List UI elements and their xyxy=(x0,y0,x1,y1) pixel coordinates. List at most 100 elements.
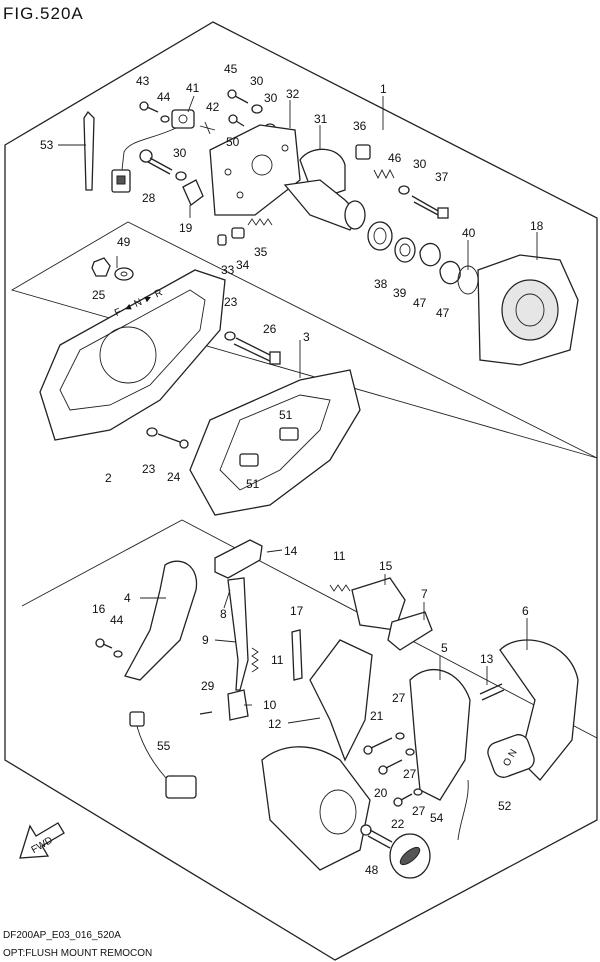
part-51-pad-a xyxy=(279,427,299,441)
callout-16: 16 xyxy=(92,602,106,616)
part-34-cam xyxy=(231,227,245,239)
callout-26: 26 xyxy=(263,322,277,336)
callout-27c: 27 xyxy=(412,804,426,818)
callout-11b: 11 xyxy=(271,653,284,667)
part-27-washer-b xyxy=(405,748,415,756)
callout-9: 9 xyxy=(202,633,209,647)
callout-53: 53 xyxy=(40,138,54,152)
callout-labels: 1 2 3 4 5 6 7 8 9 10 11 11 12 13 14 15 1… xyxy=(40,62,544,877)
part-22-screw xyxy=(393,793,413,807)
callout-29: 29 xyxy=(201,679,215,693)
part-2-mount-panel: F ◄ N ► R xyxy=(39,269,226,441)
callout-30b: 30 xyxy=(264,91,278,105)
part-15-holder xyxy=(351,577,406,631)
part-50-screw xyxy=(228,114,245,127)
part-23-washer-a xyxy=(224,331,236,341)
callout-20: 20 xyxy=(374,786,388,800)
callout-44a: 44 xyxy=(157,90,171,104)
part-33-pin xyxy=(217,234,227,246)
callout-50: 50 xyxy=(226,135,240,149)
callout-28: 28 xyxy=(142,191,156,205)
callout-21: 21 xyxy=(370,709,384,723)
part-54-cap xyxy=(389,833,431,879)
part-27-washer-a xyxy=(395,732,405,740)
callout-52: 52 xyxy=(498,799,512,813)
callout-12: 12 xyxy=(268,717,282,731)
part-30-washer-a xyxy=(251,104,263,114)
part-30-washer-b xyxy=(175,171,187,181)
part-14-bracket xyxy=(214,539,263,579)
part-11-spring-a xyxy=(251,647,259,673)
callout-36: 36 xyxy=(353,119,367,133)
part-44-washer xyxy=(160,115,170,123)
part-40-snap-ring xyxy=(457,265,479,295)
callout-47a: 47 xyxy=(413,296,427,310)
part-17-plate xyxy=(291,629,303,681)
part-49-washer xyxy=(114,267,134,281)
callout-41: 41 xyxy=(186,81,200,95)
panel-divider-upper xyxy=(10,221,598,459)
callout-30d: 30 xyxy=(413,157,427,171)
callout-43: 43 xyxy=(136,74,150,88)
part-47-washer-a xyxy=(419,242,441,267)
panel-divider-lower xyxy=(21,519,598,739)
callout-44b: 44 xyxy=(110,613,124,627)
switch-wire xyxy=(457,779,469,841)
part-13-pin xyxy=(479,683,505,701)
fwd-arrow-icon: FWD xyxy=(19,822,65,859)
callout-35: 35 xyxy=(254,245,268,259)
part-21-screw xyxy=(363,737,393,755)
part-55-harness xyxy=(129,711,197,799)
part-30-washer-c xyxy=(398,185,410,195)
part-39-ring xyxy=(394,237,416,263)
part-48-bolt xyxy=(360,824,393,849)
part-53-cable-tie xyxy=(83,110,95,191)
part-19-clip xyxy=(182,179,204,207)
callout-5: 5 xyxy=(441,641,448,655)
callout-1: 1 xyxy=(380,82,387,96)
callout-49: 49 xyxy=(117,235,131,249)
callout-48: 48 xyxy=(365,863,379,877)
callout-23a: 23 xyxy=(224,295,238,309)
callout-34: 34 xyxy=(236,258,250,272)
callout-39: 39 xyxy=(393,286,407,300)
part-46-spring xyxy=(373,168,395,180)
callout-46: 46 xyxy=(388,151,402,165)
part-52-switch: O N xyxy=(487,734,535,778)
callout-40: 40 xyxy=(462,226,476,240)
part-36-block xyxy=(355,144,371,160)
callout-19: 19 xyxy=(179,221,193,235)
part-11-spring-b xyxy=(329,584,351,592)
part-4-lever xyxy=(124,560,198,681)
part-47-washer-b xyxy=(439,260,461,285)
figure-code: DF200AP_E03_016_520A xyxy=(3,930,121,941)
part-25-nut xyxy=(91,257,111,277)
callout-51b: 51 xyxy=(246,477,260,491)
callout-7: 7 xyxy=(421,587,428,601)
callout-6: 6 xyxy=(522,604,529,618)
callout-31: 31 xyxy=(314,112,328,126)
part-24-bolt xyxy=(157,433,189,449)
callout-47b: 47 xyxy=(436,306,450,320)
callout-37: 37 xyxy=(435,170,449,184)
part-6-end-cover xyxy=(499,639,579,781)
part-43-screw xyxy=(139,101,159,113)
part-20-screw xyxy=(378,759,403,775)
part-44-washer-b xyxy=(113,650,123,658)
callout-38: 38 xyxy=(374,277,388,291)
callout-45: 45 xyxy=(224,62,238,76)
callout-27a: 27 xyxy=(392,691,406,705)
part-28-bolt xyxy=(139,149,173,175)
part-29-pin xyxy=(199,711,213,715)
callout-4: 4 xyxy=(124,591,131,605)
callout-42: 42 xyxy=(206,100,220,114)
part-51-pad-b xyxy=(239,453,259,467)
figure-title: FIG.520A xyxy=(3,4,84,23)
part-37-bolt xyxy=(411,195,449,219)
callout-32: 32 xyxy=(286,87,300,101)
part-10-bracket xyxy=(227,689,249,721)
part-16-screw xyxy=(95,638,113,649)
callout-15: 15 xyxy=(379,559,393,573)
callout-33: 33 xyxy=(221,263,235,277)
